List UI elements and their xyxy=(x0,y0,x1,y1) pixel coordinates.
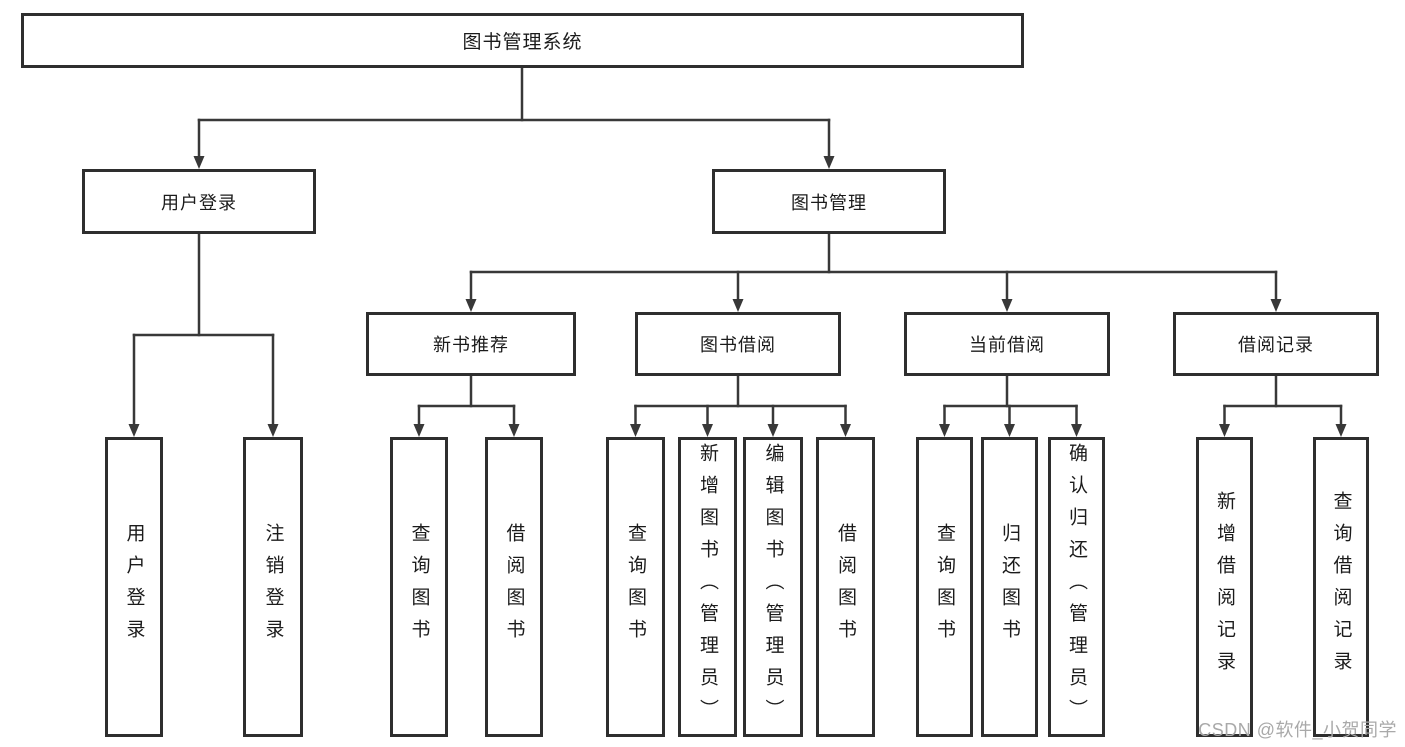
node-borrow-records: 借阅记录 xyxy=(1173,312,1379,376)
leaf-br-query-record: 查询借阅记录 xyxy=(1313,437,1369,737)
leaf-br-query-record-label: 查询借阅记录 xyxy=(1330,491,1352,683)
leaf-cb-confirm-return-admin-label: 确认归还（管理员） xyxy=(1066,443,1087,731)
node-user-login-label: 用户登录 xyxy=(161,192,237,213)
leaf-bb-edit-books-admin-label: 编辑图书（管理员） xyxy=(762,443,784,731)
leaf-bb-edit-books-admin: 编辑图书（管理员） xyxy=(743,437,803,737)
leaf-nbr-borrow-books: 借阅图书 xyxy=(485,437,543,737)
leaf-bb-borrow-books-label: 借阅图书 xyxy=(835,523,856,651)
leaf-logout: 注销登录 xyxy=(243,437,303,737)
node-root-label: 图书管理系统 xyxy=(462,32,583,53)
node-user-login: 用户登录 xyxy=(82,169,316,234)
leaf-logout-label: 注销登录 xyxy=(262,523,284,651)
leaf-user-login: 用户登录 xyxy=(105,437,163,737)
leaf-cb-query-books: 查询图书 xyxy=(916,437,973,737)
leaf-nbr-query-books: 查询图书 xyxy=(390,437,448,737)
node-current-borrow: 当前借阅 xyxy=(904,312,1110,376)
csdn-watermark: CSDN @软件_小贺同学 xyxy=(1198,720,1397,740)
leaf-cb-query-books-label: 查询图书 xyxy=(934,523,955,651)
node-book-management: 图书管理 xyxy=(712,169,946,234)
leaf-nbr-borrow-books-label: 借阅图书 xyxy=(503,523,525,651)
leaf-bb-query-books-label: 查询图书 xyxy=(625,523,646,651)
node-new-book-recommend: 新书推荐 xyxy=(366,312,576,376)
leaf-cb-return-books: 归还图书 xyxy=(981,437,1038,737)
node-book-management-label: 图书管理 xyxy=(791,192,867,213)
node-current-borrow-label: 当前借阅 xyxy=(969,335,1045,355)
leaf-bb-add-books-admin: 新增图书（管理员） xyxy=(678,437,737,737)
leaf-cb-confirm-return-admin: 确认归还（管理员） xyxy=(1048,437,1105,737)
leaf-bb-add-books-admin-label: 新增图书（管理员） xyxy=(697,443,718,731)
leaf-br-add-record-label: 新增借阅记录 xyxy=(1214,491,1235,683)
node-root: 图书管理系统 xyxy=(21,13,1024,68)
node-book-borrow-label: 图书借阅 xyxy=(700,335,776,355)
leaf-user-login-label: 用户登录 xyxy=(123,523,145,651)
node-new-book-recommend-label: 新书推荐 xyxy=(433,335,509,355)
node-book-borrow: 图书借阅 xyxy=(635,312,841,376)
node-borrow-records-label: 借阅记录 xyxy=(1238,335,1314,355)
leaf-cb-return-books-label: 归还图书 xyxy=(999,523,1020,651)
leaf-bb-borrow-books: 借阅图书 xyxy=(816,437,875,737)
leaf-bb-query-books: 查询图书 xyxy=(606,437,665,737)
leaf-nbr-query-books-label: 查询图书 xyxy=(408,523,430,651)
leaf-br-add-record: 新增借阅记录 xyxy=(1196,437,1253,737)
